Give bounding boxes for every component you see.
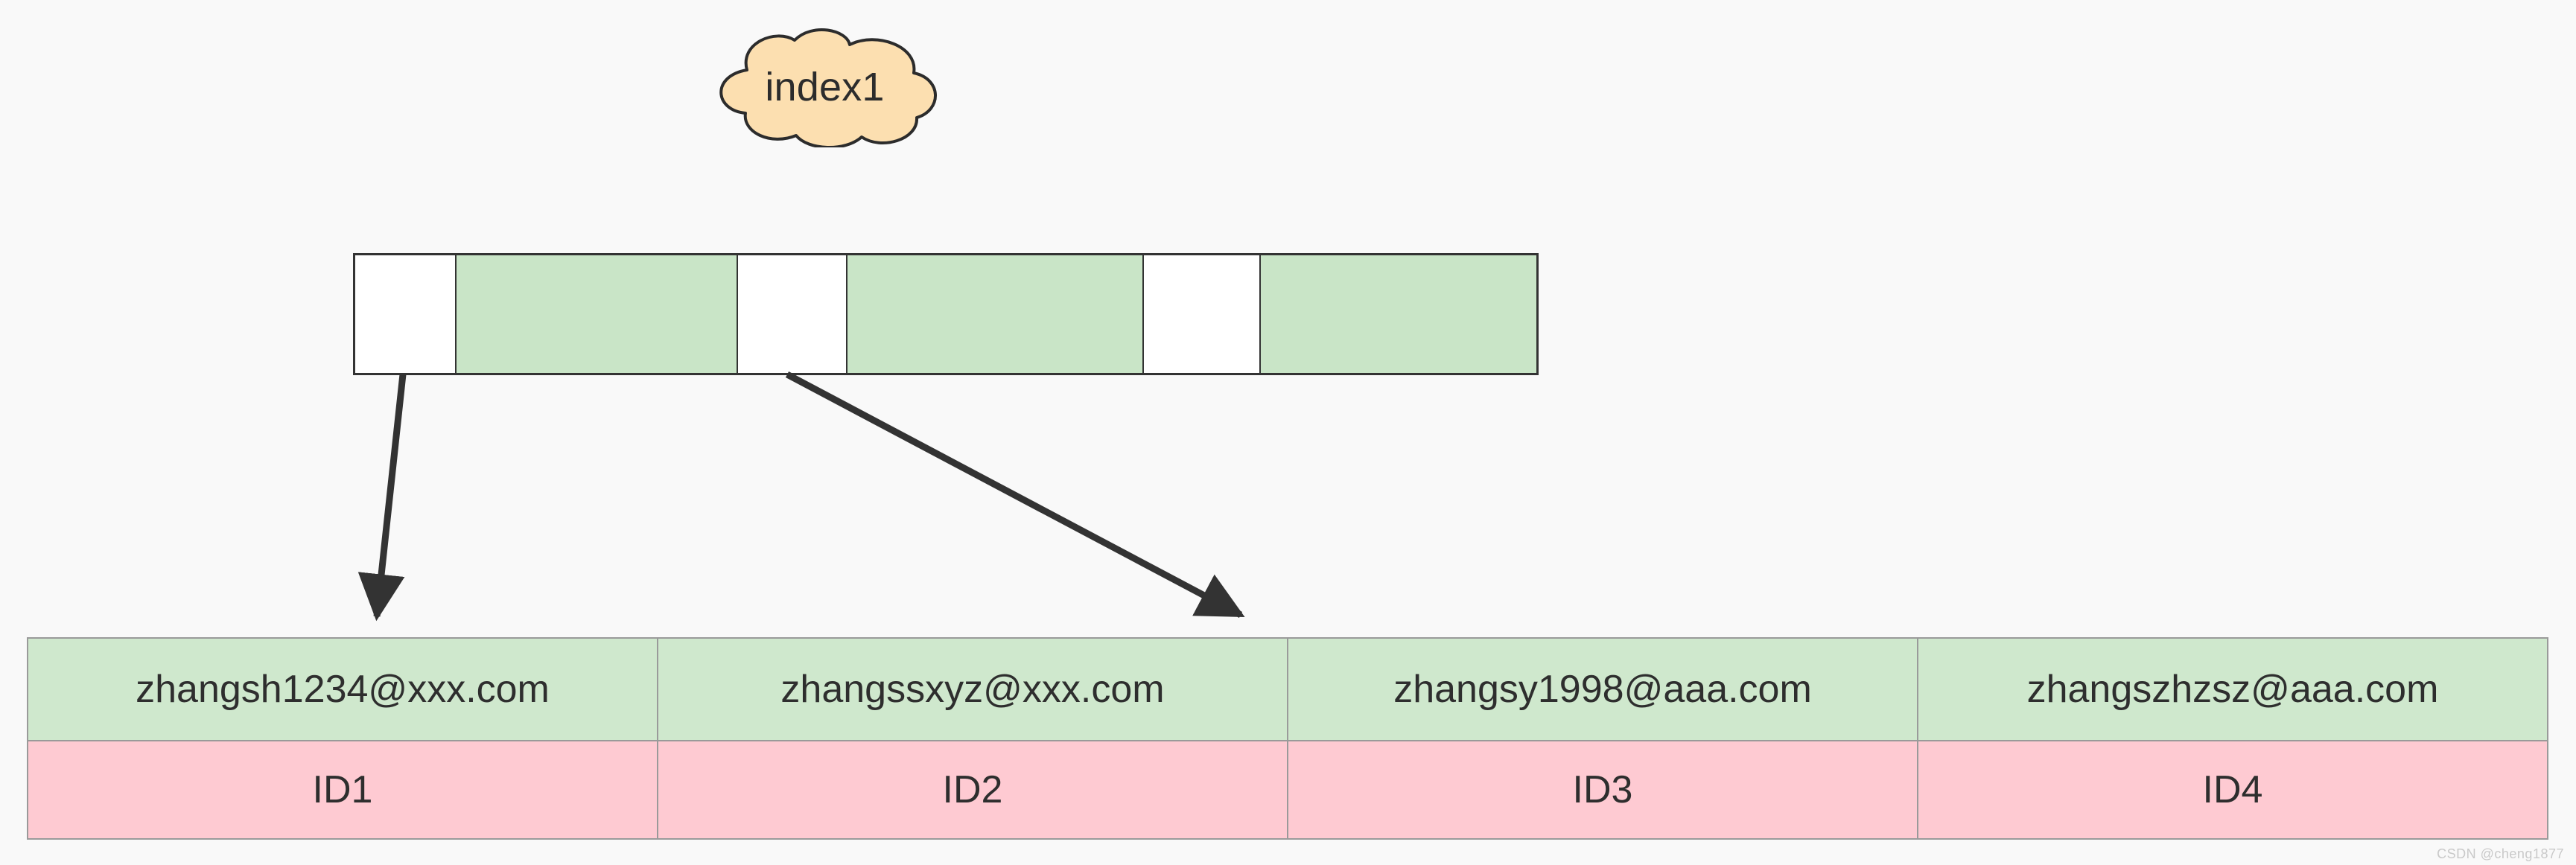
table-row-emails: zhangsh1234@xxx.com zhangssxyz@xxx.com z… [27,637,2548,741]
email-cell-4: zhangszhzsz@aaa.com [1917,637,2548,741]
index-slot-5[interactable] [1144,255,1261,373]
id-cell-3: ID3 [1287,740,1918,840]
index-slot-3[interactable] [738,255,847,373]
table-row-ids: ID1 ID2 ID3 ID4 [27,740,2548,840]
cloud-node-index1[interactable]: index1 [704,27,946,147]
email-cell-1: zhangsh1234@xxx.com [27,637,658,741]
cloud-label: index1 [765,65,885,109]
id-cell-1: ID1 [27,740,658,840]
index-slot-2[interactable] [457,255,738,373]
arrow-slot1-to-id1 [357,374,407,622]
email-cell-3: zhangsy1998@aaa.com [1287,637,1918,741]
index-slot-1[interactable] [355,255,457,373]
id-cell-4: ID4 [1917,740,2548,840]
email-cell-2: zhangssxyz@xxx.com [657,637,1288,741]
email-id-table: zhangsh1234@xxx.com zhangssxyz@xxx.com z… [27,637,2548,840]
index-slot-4[interactable] [847,255,1144,373]
cloud-icon [719,28,937,147]
index-block-bar[interactable] [353,253,1539,375]
arrow-slot3-to-id3 [785,371,1245,618]
index-slot-6[interactable] [1261,255,1536,373]
id-cell-2: ID2 [657,740,1288,840]
watermark-text: CSDN @cheng1877 [2437,846,2564,861]
